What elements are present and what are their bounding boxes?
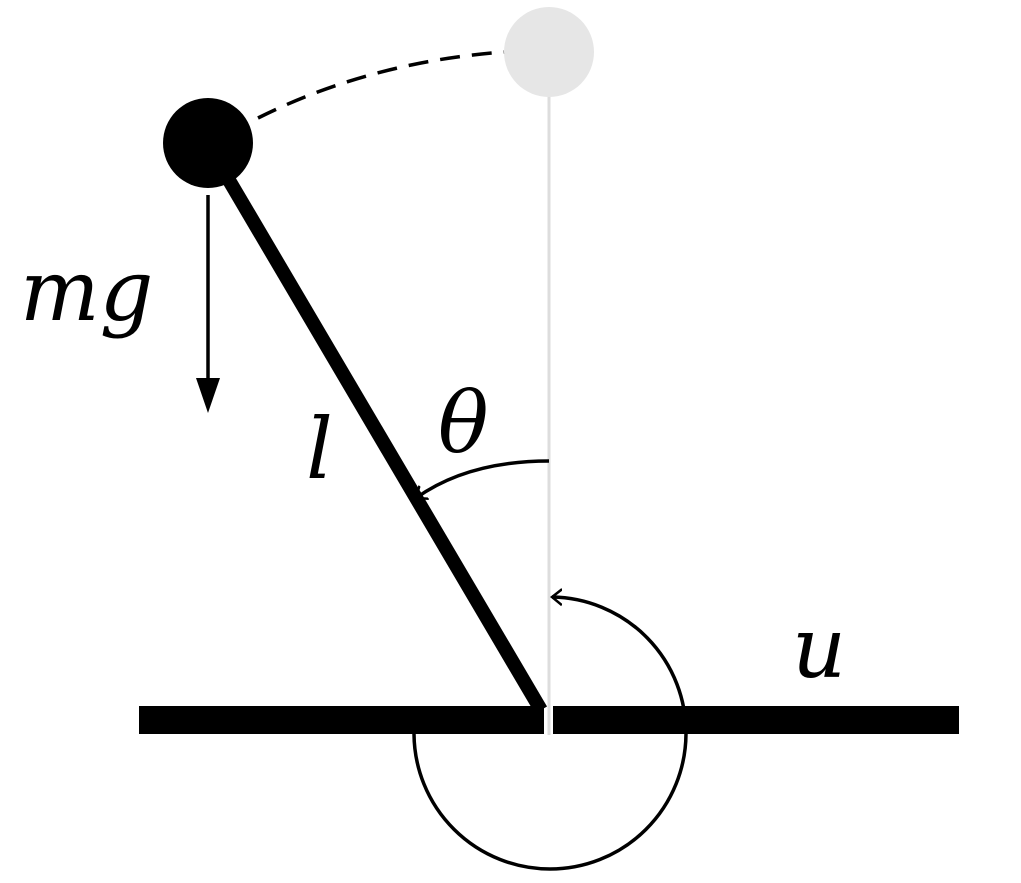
torque-label: u (792, 599, 846, 697)
gravity-arrow-head (196, 378, 220, 413)
torque-arc (412, 597, 688, 871)
base-bar-left (139, 706, 544, 734)
upright-ghost-bob (504, 7, 594, 97)
angle-label: θ (438, 374, 489, 472)
base-bar-right (553, 706, 959, 734)
pendulum-rod (203, 144, 548, 714)
length-label: l (306, 400, 333, 498)
swing-arc (257, 50, 505, 120)
pendulum-bob (163, 98, 253, 188)
gravity-label: mg (20, 242, 153, 340)
angle-arc (416, 459, 550, 498)
